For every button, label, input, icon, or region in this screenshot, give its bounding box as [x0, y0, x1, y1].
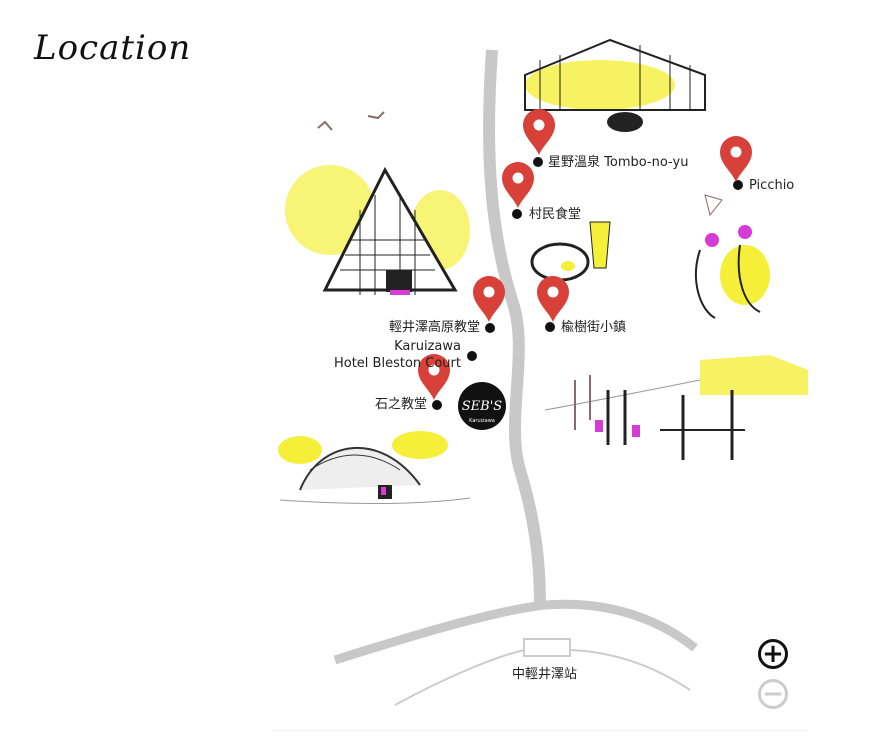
- dot-picchio: [733, 180, 743, 190]
- place-label-bleston-2[interactable]: Hotel Bleston Court: [333, 356, 461, 371]
- main-road: [483, 49, 546, 606]
- restaurant-illustration: [530, 221, 611, 282]
- stone-church-illustration: [278, 431, 471, 505]
- place-label-sonmin[interactable]: 村民食堂: [529, 207, 582, 222]
- dot-bleston: [467, 351, 477, 361]
- zoom-out-button[interactable]: −: [758, 679, 788, 709]
- pin-harunire-icon: [537, 276, 569, 322]
- station-building: [523, 638, 571, 657]
- pin-tombo-icon: [523, 109, 555, 155]
- divider: [272, 730, 808, 731]
- bird-icon: [317, 111, 385, 131]
- sebs-logo: SEB'S Karuizawa: [458, 382, 506, 430]
- railway: [394, 649, 691, 706]
- place-label-tombo[interactable]: 星野溫泉 Tombo-no-yu: [548, 155, 689, 170]
- dot-sonmin: [512, 209, 522, 219]
- place-label-stone-church[interactable]: 石之教堂: [374, 397, 427, 412]
- picchio-illustration: [695, 194, 770, 319]
- place-label-harunire[interactable]: 楡樹街小鎮: [561, 320, 627, 335]
- pin-sonmin-icon: [502, 162, 534, 208]
- station-label: 中輕井澤站: [512, 667, 578, 682]
- zoom-in-button[interactable]: +: [758, 639, 788, 669]
- harunire-illustration: [544, 355, 808, 460]
- dot-stone-church: [432, 400, 442, 410]
- dot-kogen-church: [485, 323, 495, 333]
- pin-picchio-icon: [720, 136, 752, 182]
- cross-road: [333, 599, 698, 665]
- page-title: Location: [34, 28, 192, 68]
- logo-subtext: Karuizawa: [469, 418, 495, 424]
- logo-text: SEB'S: [462, 399, 503, 414]
- place-dots: [432, 157, 743, 410]
- place-label-bleston-1[interactable]: Karuizawa: [394, 339, 461, 354]
- place-label-picchio[interactable]: Picchio: [749, 178, 795, 193]
- dot-tombo: [533, 157, 543, 167]
- place-label-kogen-church[interactable]: 輕井澤高原教堂: [388, 320, 480, 335]
- chapel-illustration: [285, 165, 470, 295]
- onsen-illustration: [524, 38, 706, 132]
- pin-kogen-church-icon: [473, 276, 505, 322]
- dot-harunire: [545, 322, 555, 332]
